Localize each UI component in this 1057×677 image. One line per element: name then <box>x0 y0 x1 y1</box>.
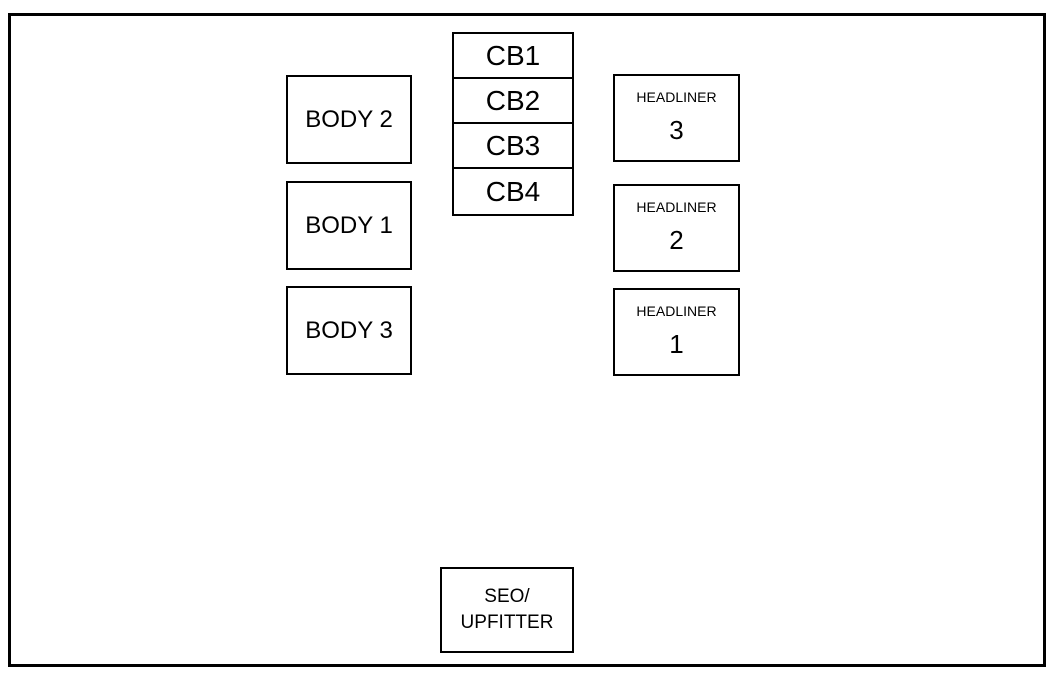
body-2-fuse: BODY 2 <box>286 75 412 164</box>
seo-upfitter-fuse: SEO/ UPFITTER <box>440 567 574 653</box>
circuit-breaker-stack: CB1 CB2 CB3 CB4 <box>452 32 574 216</box>
headliner-1-label: HEADLINER <box>636 303 717 319</box>
headliner-2-label: HEADLINER <box>636 199 717 215</box>
body-1-label: BODY 1 <box>305 211 393 239</box>
body-1-fuse: BODY 1 <box>286 181 412 270</box>
cb2-breaker: CB2 <box>454 79 572 124</box>
cb1-breaker: CB1 <box>454 34 572 79</box>
body-2-label: BODY 2 <box>305 105 393 133</box>
headliner-3-label: HEADLINER <box>636 89 717 105</box>
cb4-breaker: CB4 <box>485 175 541 207</box>
headliner-3-number: 3 <box>669 115 684 146</box>
headliner-1-fuse: HEADLINER 1 <box>613 288 740 376</box>
headliner-1-number: 1 <box>669 329 684 360</box>
body-3-fuse: BODY 3 <box>286 286 412 375</box>
headliner-2-fuse: HEADLINER 2 <box>613 184 740 272</box>
cb3-breaker: CB3 <box>454 124 572 169</box>
seo-line-1: SEO/ <box>484 586 530 608</box>
headliner-2-number: 2 <box>669 225 684 256</box>
seo-line-2: UPFITTER <box>460 612 554 633</box>
body-3-label: BODY 3 <box>305 316 393 344</box>
headliner-3-fuse: HEADLINER 3 <box>613 74 740 162</box>
